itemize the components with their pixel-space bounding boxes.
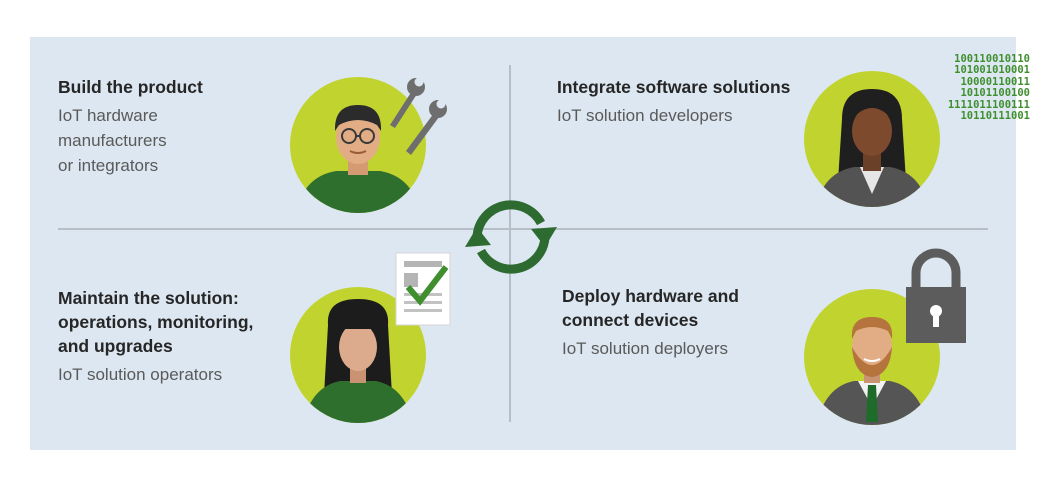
vertical-divider [509,65,511,422]
binary-line: 1111011100111 [947,98,1030,111]
solution-operator-avatar [290,252,451,423]
padlock-icon [906,248,966,343]
wrench-icon [390,77,447,155]
roles-diagram: Build the product IoT hardware manufactu… [30,37,1030,450]
binary-code-icon: 100110010110 101001010001 10000110011 10… [900,53,1030,123]
quadrant-title: Integrate software solutions [557,77,791,97]
quadrant-deploy-hardware: Deploy hardware and connect devices IoT … [562,284,792,361]
quadrant-role: IoT solution deployers [562,339,729,358]
quadrant-title: Deploy hardware and connect devices [562,286,739,330]
binary-line: 100110010110 [954,53,1030,65]
quadrant-role: IoT solution developers [557,106,733,125]
quadrant-title: Maintain the solution: operations, monit… [58,288,254,356]
binary-line: 10101100100 [960,87,1030,100]
quadrant-role: IoT solution operators [58,365,223,384]
quadrant-integrate-software: Integrate software solutions IoT solutio… [557,75,817,128]
binary-line: 10000110011 [960,75,1030,88]
quadrant-role: IoT hardware manufacturers or integrator… [58,106,167,175]
solution-deployer-avatar [804,248,966,425]
binary-line: 10110111001 [960,110,1030,123]
cycle-arrows-icon [465,200,557,274]
quadrant-title: Build the product [58,77,203,97]
software-developer-avatar [804,71,940,207]
hardware-manufacturer-avatar [290,77,447,213]
quadrant-build-product: Build the product IoT hardware manufactu… [58,75,278,178]
quadrant-maintain-solution: Maintain the solution: operations, monit… [58,286,288,387]
document-checkmark-icon [395,252,451,326]
binary-line: 101001010001 [954,64,1030,77]
horizontal-divider [58,228,988,230]
